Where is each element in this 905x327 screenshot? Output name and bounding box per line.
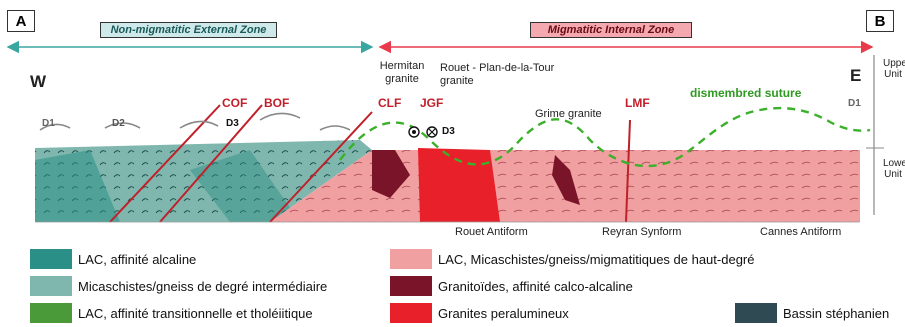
legend-item: Granites peralumineux xyxy=(390,302,569,324)
section-end-b: B xyxy=(866,10,894,32)
d2-label: D2 xyxy=(112,118,125,129)
legend-label: Granitoïdes, affinité calco-alcaline xyxy=(438,279,633,294)
legend-label: Micaschistes/gneiss de degré intermédiai… xyxy=(78,279,327,294)
fault-lmf-label: LMF xyxy=(625,96,650,110)
lower-unit-label: Lower Unit xyxy=(883,158,903,180)
east-label: E xyxy=(850,66,861,86)
hermitan-granite-label: Hermitan granite xyxy=(372,60,432,86)
external-zone-label: Non-migmatitic External Zone xyxy=(100,22,277,38)
section-end-a-text: A xyxy=(16,13,27,30)
reyran-synform-label: Reyran Synform xyxy=(602,226,681,238)
d1-left-label: D1 xyxy=(42,118,55,129)
rouet-granite-body xyxy=(418,148,500,222)
section-end-a: A xyxy=(7,10,35,32)
legend-swatch xyxy=(30,303,72,323)
legend-label: LAC, Micaschistes/gneiss/migmatitiques d… xyxy=(438,252,754,267)
grime-granite-label: Grime granite xyxy=(535,108,602,120)
legend-swatch xyxy=(390,276,432,296)
internal-zone-label: Migmatitic Internal Zone xyxy=(530,22,692,38)
suture-label: dismembred suture xyxy=(690,86,801,100)
section-end-b-text: B xyxy=(875,13,886,30)
legend-item: Micaschistes/gneiss de degré intermédiai… xyxy=(30,275,327,297)
upper-unit-label: Upper Unit xyxy=(883,58,903,80)
west-label: W xyxy=(30,72,46,92)
fault-jgf-label: JGF xyxy=(420,96,443,110)
legend-item: Bassin stéphanien xyxy=(735,302,889,324)
legend-label: LAC, affinité alcaline xyxy=(78,252,196,267)
legend-label: Bassin stéphanien xyxy=(783,306,889,321)
d3-center-label: D3 xyxy=(442,126,455,137)
fault-clf-label: CLF xyxy=(378,96,401,110)
legend-label: Granites peralumineux xyxy=(438,306,569,321)
legend-swatch xyxy=(390,249,432,269)
legend-label: LAC, affinité transitionnelle et tholéii… xyxy=(78,306,313,321)
fault-cof-label: COF xyxy=(222,96,247,110)
d-folds xyxy=(40,113,350,130)
cannes-antiform-label: Cannes Antiform xyxy=(760,226,841,238)
legend-item: Granitoïdes, affinité calco-alcaline xyxy=(390,275,633,297)
external-zone-text: Non-migmatitic External Zone xyxy=(111,24,267,36)
legend-swatch xyxy=(30,249,72,269)
legend-swatch xyxy=(30,276,72,296)
legend-item: LAC, Micaschistes/gneiss/migmatitiques d… xyxy=(390,248,754,270)
legend-swatch xyxy=(735,303,777,323)
legend-item: LAC, affinité transitionnelle et tholéii… xyxy=(30,302,313,324)
internal-zone-text: Migmatitic Internal Zone xyxy=(548,24,675,36)
d3-left-label: D3 xyxy=(226,118,239,129)
d1-right-label: D1 xyxy=(848,98,861,109)
fault-bof-label: BOF xyxy=(264,96,289,110)
legend-swatch xyxy=(390,303,432,323)
legend-item: LAC, affinité alcaline xyxy=(30,248,196,270)
rouet-granite-label: Rouet - Plan-de-la-Tour granite xyxy=(440,62,580,88)
rouet-antiform-label: Rouet Antiform xyxy=(455,226,528,238)
